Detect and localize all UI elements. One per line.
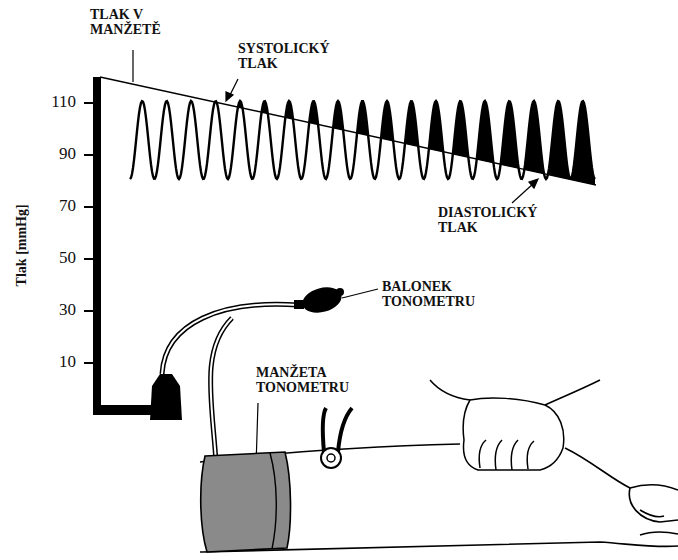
stethoscope xyxy=(321,408,352,468)
cuff-pressure-label: TLAK V MANŽETĚ xyxy=(90,8,170,37)
axis-number: 30 xyxy=(30,301,76,319)
cuff-label: MANŽETA TONOMETRU xyxy=(256,366,366,395)
pressure-wave-stroke xyxy=(130,101,595,179)
arm xyxy=(200,444,678,552)
balloon xyxy=(294,283,344,317)
diastolic-label: DIASTOLICKÝ TLAK xyxy=(438,206,548,235)
cuff-pressure-line xyxy=(100,77,596,185)
pressure-column xyxy=(93,77,101,415)
axis-number: 110 xyxy=(30,93,76,111)
axis-number: 10 xyxy=(30,353,76,371)
axis-title: Tlak [mmHg] xyxy=(15,204,30,286)
systolic-label: SYSTOLICKÝ TLAK xyxy=(238,42,333,71)
axis-number: 70 xyxy=(30,197,76,215)
balloon-label: BALONEK TONOMETRU xyxy=(382,280,492,309)
axis-number: 90 xyxy=(30,145,76,163)
cuff xyxy=(201,452,291,552)
axis-number: 50 xyxy=(30,249,76,267)
wave-fill xyxy=(130,101,595,205)
gauge-bulb xyxy=(150,374,182,420)
pressure-wave xyxy=(130,101,595,179)
flow-fill xyxy=(130,101,595,205)
pressure-pipe xyxy=(93,405,155,415)
axis-ticks xyxy=(84,103,93,363)
examiner-hand xyxy=(430,380,600,470)
